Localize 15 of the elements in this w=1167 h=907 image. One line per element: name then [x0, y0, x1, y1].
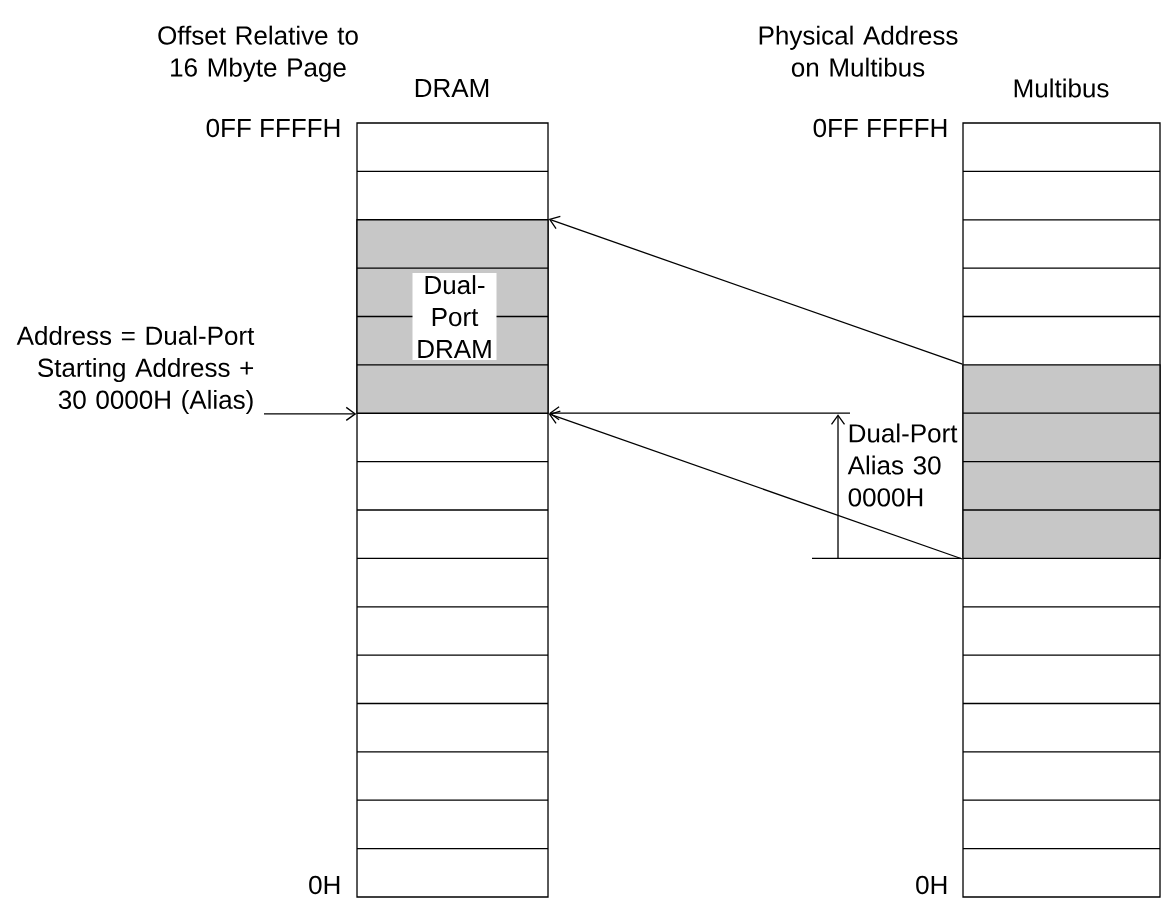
shaded-block	[962, 364, 1161, 559]
dimension-label: Dual-Port Alias 30 0000H	[847, 423, 958, 507]
column-heading: DRAM	[415, 79, 489, 97]
address-label: 0H	[309, 875, 340, 895]
shaded-block: Dual-Port DRAM	[356, 219, 549, 414]
memory-column	[962, 122, 1161, 898]
column-heading: Multibus	[1014, 78, 1109, 98]
address-label: 0H	[916, 875, 947, 895]
arrow	[548, 215, 963, 365]
arrow	[263, 406, 357, 422]
title: Physical Address on Multibus	[759, 25, 958, 77]
title: Offset Relative to 16 Mbyte Page	[158, 25, 358, 82]
address-label: 0FF FFFFH	[206, 118, 340, 138]
note-text: Address = Dual-Port Starting Address + 30 0000H (Alias)	[16, 325, 255, 415]
address-label: 0FF FFFFH	[813, 118, 947, 138]
